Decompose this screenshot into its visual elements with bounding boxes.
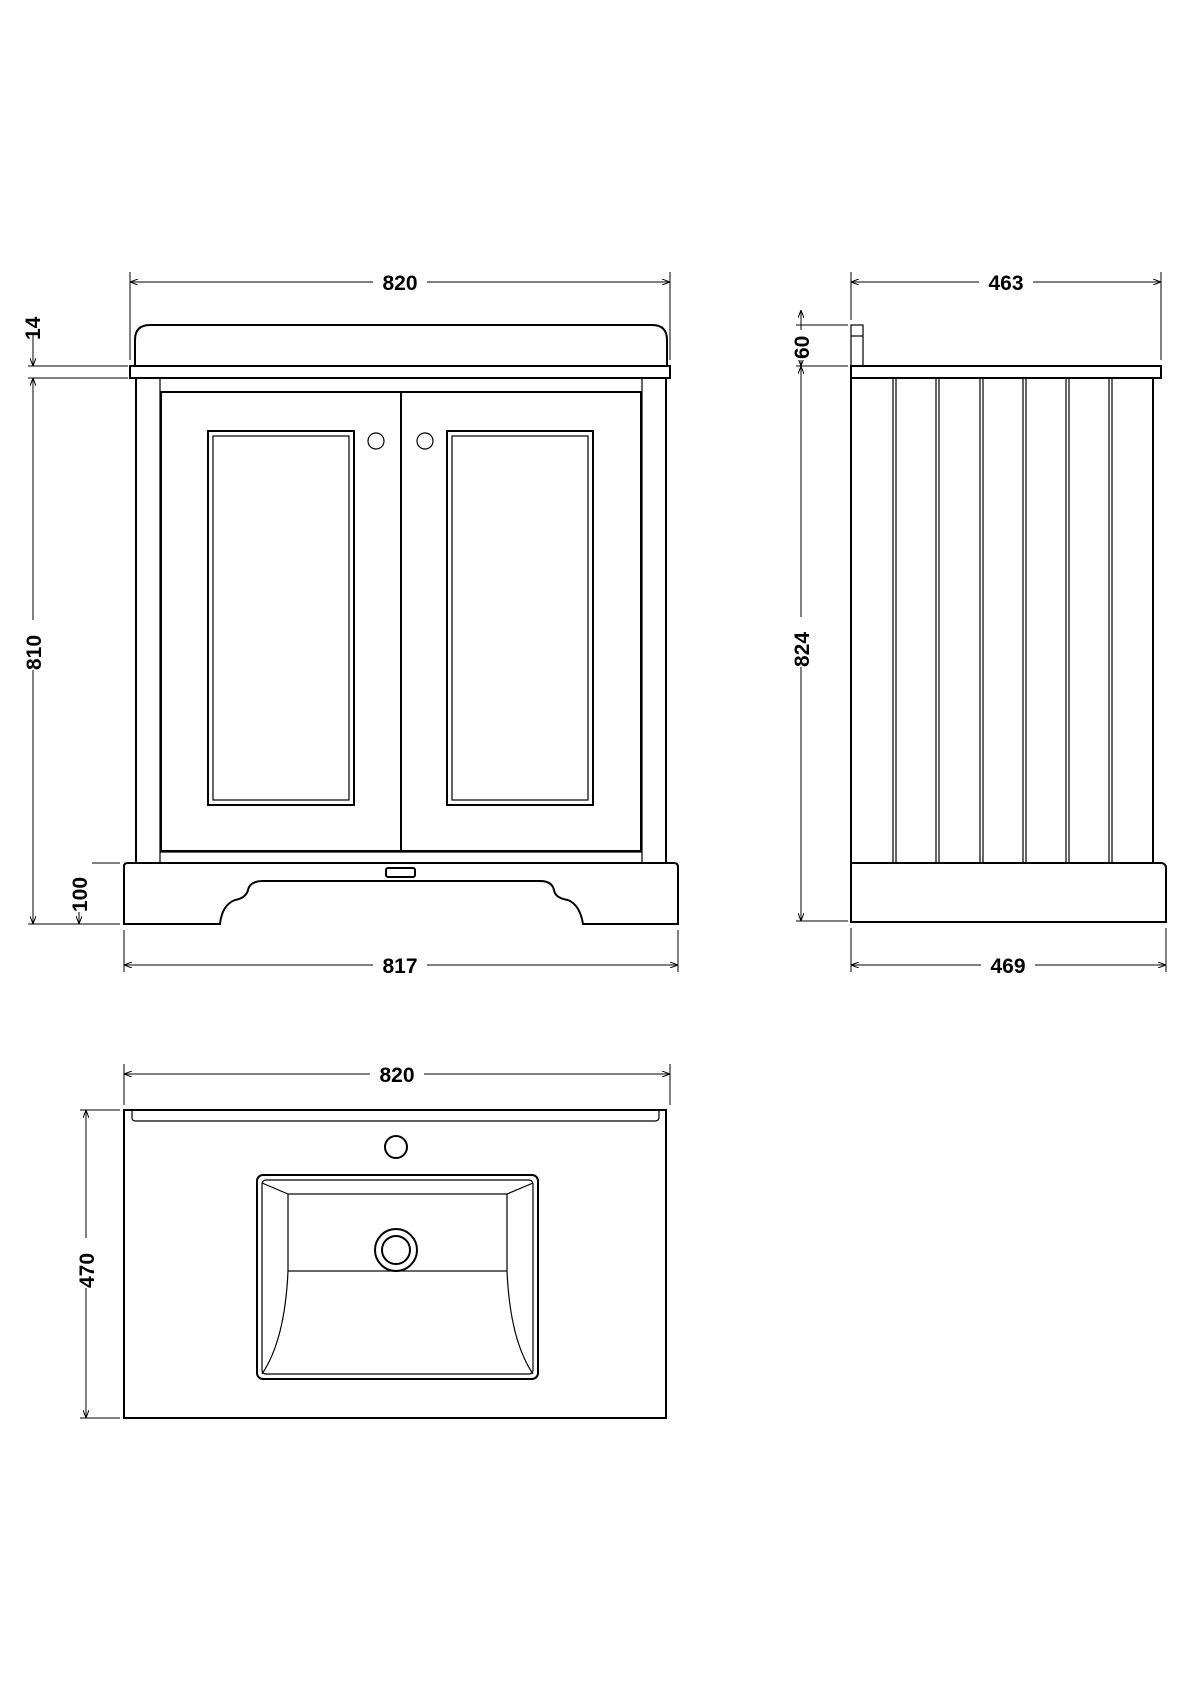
side-worktop bbox=[850, 365, 1162, 379]
side-view bbox=[850, 324, 1167, 923]
dim-plinth-depth: 469 bbox=[990, 955, 1025, 978]
door-panel-left bbox=[207, 430, 355, 806]
plinth bbox=[123, 862, 679, 925]
basin-top-outline bbox=[123, 1109, 667, 1419]
door-right bbox=[400, 391, 642, 852]
plan-dimensions: 820 470 bbox=[75, 1062, 671, 1419]
upstand bbox=[850, 324, 864, 367]
door-left bbox=[160, 391, 402, 852]
worktop bbox=[129, 365, 671, 379]
basin-bowl-floor bbox=[287, 1193, 508, 1272]
dim-plan-width: 820 bbox=[379, 1064, 414, 1087]
dim-plinth-width: 817 bbox=[382, 955, 417, 978]
dim-side-depth: 463 bbox=[988, 272, 1023, 295]
backsplash bbox=[134, 324, 668, 366]
tap-hole bbox=[384, 1135, 408, 1159]
front-dimensions: 820 14 810 100 817 bbox=[22, 270, 679, 978]
dim-plinth-height: 100 bbox=[69, 877, 92, 912]
plinth-slot bbox=[385, 867, 416, 878]
drain-outer bbox=[374, 1228, 418, 1272]
back-lip bbox=[131, 1110, 660, 1122]
drain-inner bbox=[381, 1235, 411, 1265]
knob-left bbox=[367, 432, 385, 450]
side-plinth bbox=[850, 862, 1167, 923]
dim-upstand-height: 60 bbox=[791, 336, 814, 359]
door-panel-right bbox=[446, 430, 594, 806]
basin-bowl-outer bbox=[256, 1174, 539, 1380]
front-view bbox=[123, 324, 679, 925]
dim-cabinet-height: 810 bbox=[23, 635, 46, 670]
dim-worktop-thickness: 14 bbox=[22, 316, 45, 340]
dim-plan-depth: 470 bbox=[76, 1253, 99, 1288]
dim-front-width: 820 bbox=[382, 272, 417, 295]
side-dimensions: 463 60 824 469 bbox=[790, 270, 1167, 978]
dim-side-height: 824 bbox=[791, 632, 814, 667]
plan-view bbox=[123, 1109, 667, 1419]
tongue-groove-slats bbox=[892, 378, 1113, 863]
knob-right bbox=[416, 432, 434, 450]
